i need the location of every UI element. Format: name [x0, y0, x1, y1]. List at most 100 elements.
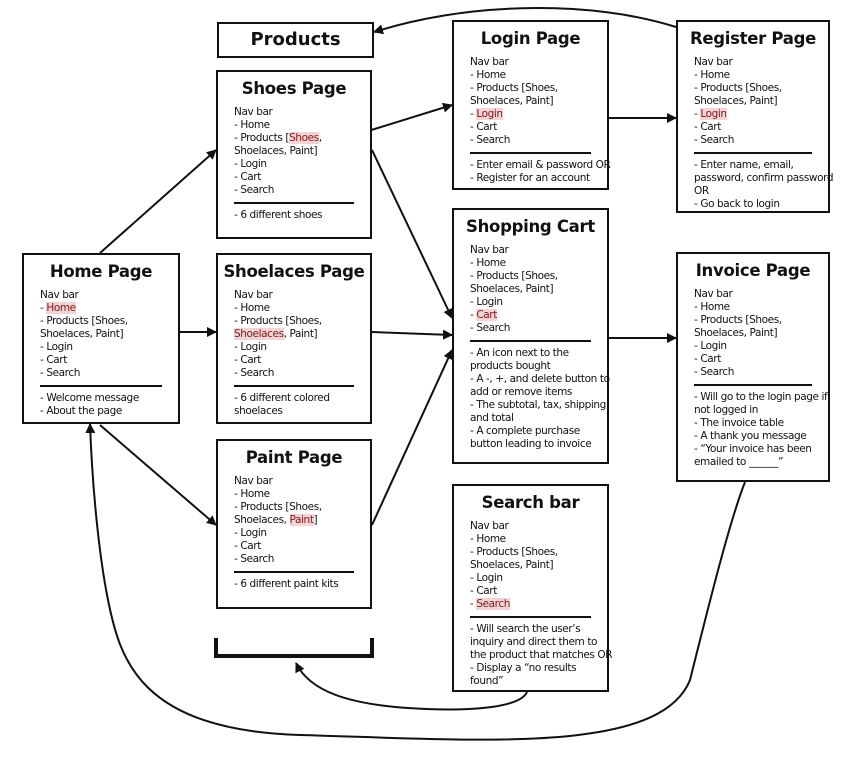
nav-text: Shoelaces, Paint]: [40, 328, 124, 340]
nav-text: Shoelaces,: [234, 514, 290, 526]
nav-text: Nav bar: [40, 289, 79, 301]
nav-line: - Products [Shoes,: [234, 501, 370, 514]
detail-line: - The subtotal, tax, shipping,: [470, 399, 609, 411]
nav-text: , Paint]: [283, 328, 318, 340]
nav-line: - Home: [694, 69, 828, 82]
box-title: Login Page: [480, 29, 581, 48]
highlighted-nav-text: Login: [700, 108, 727, 120]
detail-line: emailed to ______”: [694, 456, 784, 468]
nav-list: Nav bar- Home- Products [Shoes,Shoelaces…: [470, 56, 607, 147]
nav-text: Nav bar: [234, 106, 273, 118]
nav-line: - Cart: [40, 354, 178, 367]
nav-text: Nav bar: [470, 520, 509, 532]
invoice-page-box: Invoice Page Nav bar- Home- Products [Sh…: [676, 252, 830, 482]
nav-line: - Search: [234, 367, 370, 380]
products-bracket: [214, 638, 374, 658]
nav-text: - Products [Shoes,: [234, 315, 322, 327]
nav-line: - Home: [470, 69, 607, 82]
nav-list: Nav bar- Home- Products [Shoes,Shoelaces…: [694, 56, 828, 147]
nav-line: - Products [Shoes,: [470, 546, 607, 559]
nav-text: - Home: [234, 488, 270, 500]
nav-line: - Search: [234, 553, 370, 566]
nav-line: Shoelaces, Paint]: [470, 283, 607, 296]
nav-text: - Login: [234, 341, 267, 353]
detail-line: shoelaces: [234, 405, 283, 417]
nav-list: Nav bar- Home- Products [Shoes,Shoelaces…: [234, 106, 370, 197]
highlighted-nav-text: Home: [46, 302, 76, 314]
nav-text: - Cart: [470, 121, 497, 133]
box-title: Paint Page: [245, 448, 343, 467]
nav-line: Nav bar: [234, 475, 370, 488]
nav-text: - Search: [694, 366, 734, 378]
products-label: Products: [250, 29, 341, 50]
nav-text: Shoelaces, Paint]: [694, 327, 778, 339]
nav-line: Nav bar: [234, 289, 370, 302]
highlighted-nav-text: Cart: [476, 309, 497, 321]
nav-text: Nav bar: [470, 56, 509, 68]
detail-line: products bought: [470, 360, 551, 372]
nav-line: - Search: [234, 184, 370, 197]
nav-text: - Search: [470, 322, 510, 334]
nav-text: - Products [Shoes,: [470, 546, 558, 558]
details-list: - Enter name, email,password, confirm pa…: [694, 159, 834, 211]
nav-line: - Cart: [470, 585, 607, 598]
nav-list: Nav bar- Home- Products [Shoes,Shoelaces…: [694, 288, 828, 379]
nav-line: - Home: [234, 302, 370, 315]
nav-line: - Home: [40, 302, 178, 315]
nav-line: Nav bar: [470, 520, 607, 533]
nav-line: - Search: [40, 367, 178, 380]
nav-text: - Search: [234, 184, 274, 196]
detail-line: inquiry and direct them to: [470, 636, 598, 648]
nav-text: Nav bar: [470, 244, 509, 256]
nav-line: Nav bar: [470, 56, 607, 69]
nav-text: -: [470, 108, 477, 120]
home-page-box: Home Page Nav bar- Home- Products [Shoes…: [22, 253, 180, 424]
nav-text: - Login: [470, 296, 503, 308]
nav-text: - Products [Shoes,: [470, 270, 558, 282]
arrow-paint-to-cart: [371, 349, 453, 526]
nav-text: - Home: [234, 302, 270, 314]
highlighted-nav-text: Shoelaces: [234, 328, 284, 340]
nav-text: Nav bar: [694, 288, 733, 300]
nav-line: - Products [Shoes,: [694, 314, 828, 327]
details-list: - 6 different shoes: [234, 209, 370, 222]
nav-text: - Cart: [40, 354, 67, 366]
nav-text: - Login: [40, 341, 73, 353]
nav-text: - Login: [694, 340, 727, 352]
arrow-shoes-to-cart: [371, 149, 453, 319]
box-title: Shoes Page: [241, 79, 347, 98]
nav-text: ,: [318, 132, 322, 144]
detail-line: - “Your invoice has been: [694, 443, 812, 455]
arrow-search-to-products-group: [295, 662, 528, 711]
detail-line: - 6 different shoes: [234, 209, 323, 221]
nav-text: -: [694, 108, 701, 120]
detail-line: - The invoice table: [694, 417, 784, 429]
nav-text: - Home: [470, 69, 506, 81]
nav-text: - Products [Shoes,: [234, 501, 322, 513]
login-page-box: Login Page Nav bar- Home- Products [Shoe…: [452, 20, 611, 190]
arrow-invoice-to-home: [85, 423, 746, 741]
nav-line: Nav bar: [694, 288, 828, 301]
nav-line: - Home: [470, 533, 607, 546]
highlighted-nav-text: Login: [476, 108, 503, 120]
nav-line: - Login: [470, 296, 607, 309]
nav-text: - Products [: [234, 132, 290, 144]
nav-line: - Cart: [234, 540, 370, 553]
detail-line: - About the page: [40, 405, 122, 417]
detail-line: - A -, +, and delete button to: [470, 373, 610, 385]
nav-line: - Cart: [234, 171, 370, 184]
nav-text: Shoelaces, Paint]: [470, 559, 554, 571]
detail-line: - Will go to the login page if: [694, 391, 828, 403]
nav-line: Nav bar: [234, 106, 370, 119]
nav-text: - Cart: [470, 585, 497, 597]
box-title: Search bar: [481, 493, 580, 512]
register-page-box: Register Page Nav bar- Home- Products [S…: [676, 20, 834, 213]
nav-text: - Products [Shoes,: [694, 314, 782, 326]
nav-text: - Login: [234, 527, 267, 539]
nav-line: - Cart: [234, 354, 370, 367]
shopping-cart-box: Shopping Cart Nav bar- Home- Products [S…: [452, 208, 610, 464]
detail-line: and total: [470, 412, 514, 424]
nav-line: Shoelaces, Paint]: [694, 327, 828, 340]
